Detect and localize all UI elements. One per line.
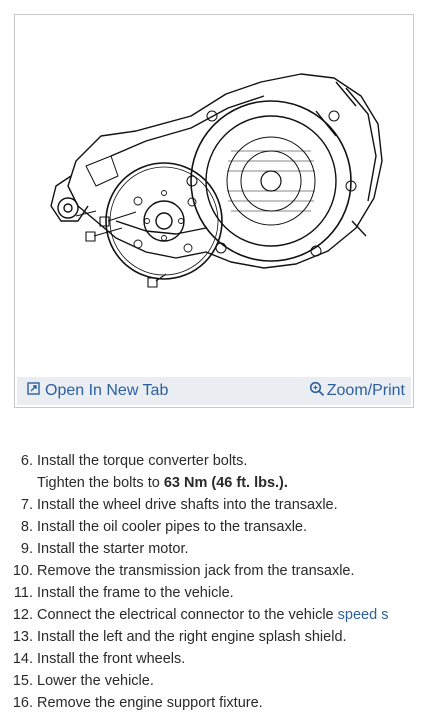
transaxle-illustration [50, 73, 383, 288]
figure-frame: Open In New Tab Zoom/Print [14, 14, 414, 408]
procedure-steps: 6. Install the torque converter bolts. T… [0, 450, 430, 714]
step-text: Install the torque converter bolts. [37, 453, 248, 469]
magnifier-icon [309, 381, 325, 402]
open-in-new-tab-link[interactable]: Open In New Tab [27, 382, 168, 400]
step-text: Install the front wheels. [37, 651, 186, 667]
step-text: Connect the electrical connector to the … [37, 607, 338, 623]
step-13: 13. Install the left and the right engin… [0, 626, 430, 648]
step-15: 15. Lower the vehicle. [0, 670, 430, 692]
step-text: Install the oil cooler pipes to the tran… [37, 519, 308, 535]
figure-toolbar: Open In New Tab Zoom/Print [17, 377, 411, 405]
step-text: Install the wheel drive shafts into the … [37, 497, 338, 513]
step-14: 14. Install the front wheels. [0, 648, 430, 670]
open-in-new-tab-label: Open In New Tab [45, 382, 169, 399]
step-text: Install the starter motor. [37, 541, 189, 557]
open-tab-icon [27, 382, 40, 400]
step-7: 7. Install the wheel drive shafts into t… [0, 494, 430, 516]
step-9: 9. Install the starter motor. [0, 538, 430, 560]
step-number: 15. [12, 673, 33, 689]
zoom-print-link[interactable]: Zoom/Print [309, 381, 405, 402]
speed-sensor-link[interactable]: speed s [337, 607, 389, 623]
step-number: 16. [12, 695, 33, 711]
step-number: 10. [12, 563, 33, 579]
step-6: 6. Install the torque converter bolts. T… [0, 450, 430, 494]
step-11: 11. Install the frame to the vehicle. [0, 582, 430, 604]
step-number: 14. [12, 651, 33, 667]
zoom-print-label: Zoom/Print [326, 382, 405, 399]
step-text: Install the left and the right engine sp… [37, 629, 347, 645]
step-number: 11. [13, 585, 33, 601]
step-6-torque-spec: Tighten the bolts to 63 Nm (46 ft. lbs.)… [37, 472, 430, 494]
step-text: Lower the vehicle. [37, 673, 154, 689]
step-number: 12. [12, 607, 33, 623]
step-16: 16. Remove the engine support fixture. [0, 692, 430, 714]
step-text: Remove the transmission jack from the tr… [37, 563, 355, 579]
step-number: 9. [20, 541, 33, 557]
step-number: 8. [20, 519, 33, 535]
step-number: 6. [20, 453, 33, 469]
torque-value: 63 Nm (46 ft. lbs.). [163, 475, 288, 491]
step-number: 13. [12, 629, 33, 645]
torque-prefix: Tighten the bolts to [37, 475, 164, 491]
step-8: 8. Install the oil cooler pipes to the t… [0, 516, 430, 538]
step-text: Remove the engine support fixture. [37, 695, 263, 711]
step-text: Install the frame to the vehicle. [37, 585, 234, 601]
step-12: 12. Connect the electrical connector to … [0, 604, 430, 626]
step-number: 7. [20, 497, 33, 513]
step-10: 10. Remove the transmission jack from th… [0, 560, 430, 582]
